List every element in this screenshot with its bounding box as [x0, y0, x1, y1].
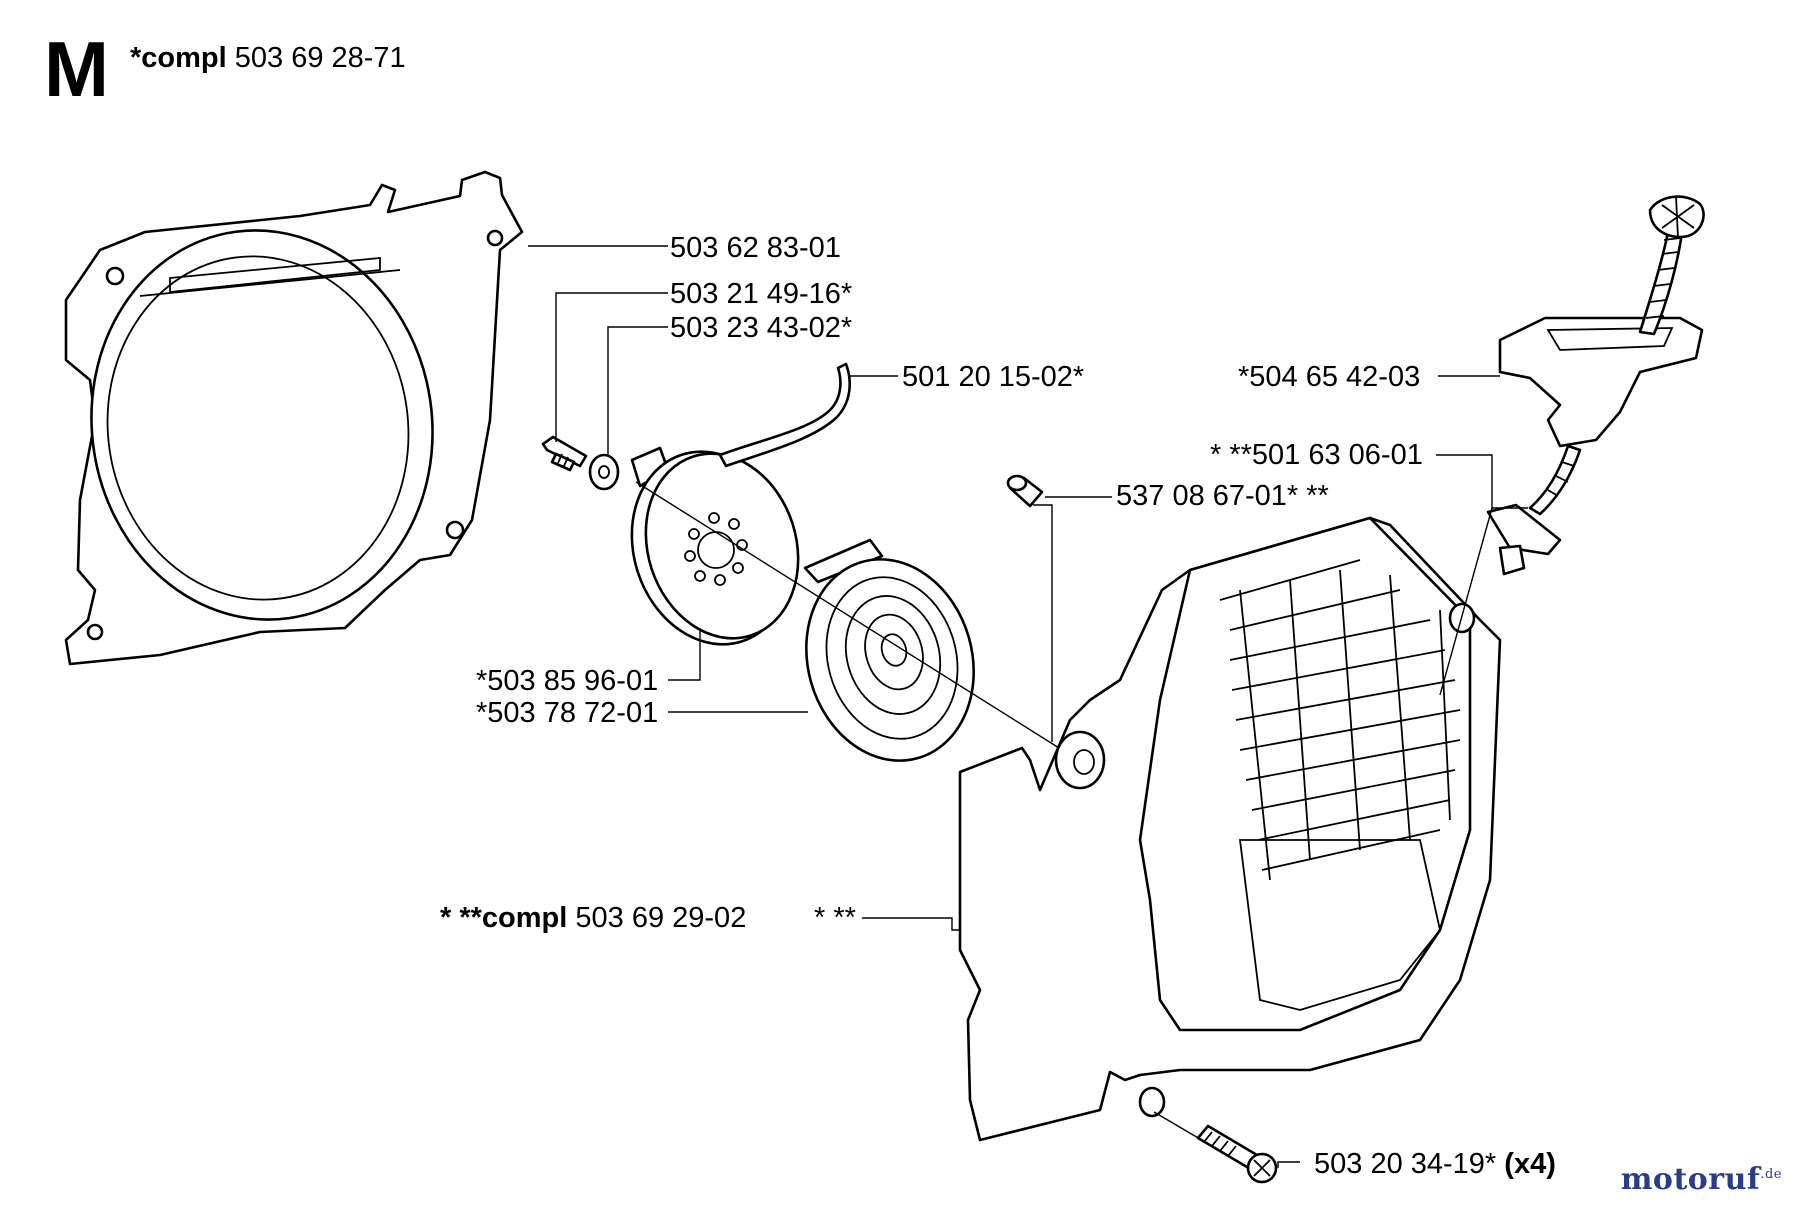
washer-label: 503 23 43-02* — [670, 312, 853, 344]
cover-screw-label: 503 20 34-19* (x4) — [1314, 1150, 1556, 1179]
screw-label: 503 21 49-16* — [670, 278, 853, 310]
pulley-drawing — [630, 362, 851, 646]
fan-housing-drawing — [64, 170, 524, 666]
pin-label: 537 08 67-01* ** — [1116, 480, 1329, 512]
cover-screw-number: 503 20 34-19* — [1314, 1148, 1497, 1180]
watermark-tld: .de — [1760, 1167, 1782, 1182]
bushing-drawing — [1486, 503, 1562, 576]
starter-cord-label: 501 20 15-02* — [902, 361, 1085, 393]
starter-cover-drawing — [958, 516, 1502, 1142]
cord-handle-label: *504 65 42-03 — [1238, 361, 1421, 393]
watermark-brand: motoruf — [1620, 1162, 1761, 1197]
cover-assembly-suffix: * ** — [814, 902, 856, 934]
handle-drawing — [1498, 195, 1705, 516]
recoil-spring-label: *503 78 72-01 — [476, 697, 659, 729]
section-letter: M — [44, 25, 109, 113]
assembly-header: *compl 503 69 28-71 — [130, 42, 406, 75]
recoil-spring-drawing — [803, 538, 975, 762]
cover-assembly-number: 503 69 29-02 — [575, 902, 747, 934]
cover-assembly-label: * **compl 503 69 29-02 — [440, 904, 746, 933]
fan-housing-label: 503 62 83-01 — [670, 232, 841, 264]
cover-screw-drawing — [1196, 1124, 1278, 1184]
pulley-label: *503 85 96-01 — [476, 665, 659, 697]
leader-lines — [528, 245, 1528, 1168]
pin-drawing — [1006, 474, 1044, 508]
cover-screw-qty: (x4) — [1504, 1148, 1556, 1180]
watermark-logo: motoruf.de — [1621, 1162, 1782, 1197]
header-prefix: *compl — [130, 42, 227, 74]
cover-assembly-prefix: * **compl — [440, 902, 568, 934]
header-number: 503 69 28-71 — [234, 42, 406, 74]
screw-drawing — [541, 435, 588, 472]
bushing-label: * **501 63 06-01 — [1210, 439, 1423, 471]
washer-drawing — [588, 453, 620, 491]
